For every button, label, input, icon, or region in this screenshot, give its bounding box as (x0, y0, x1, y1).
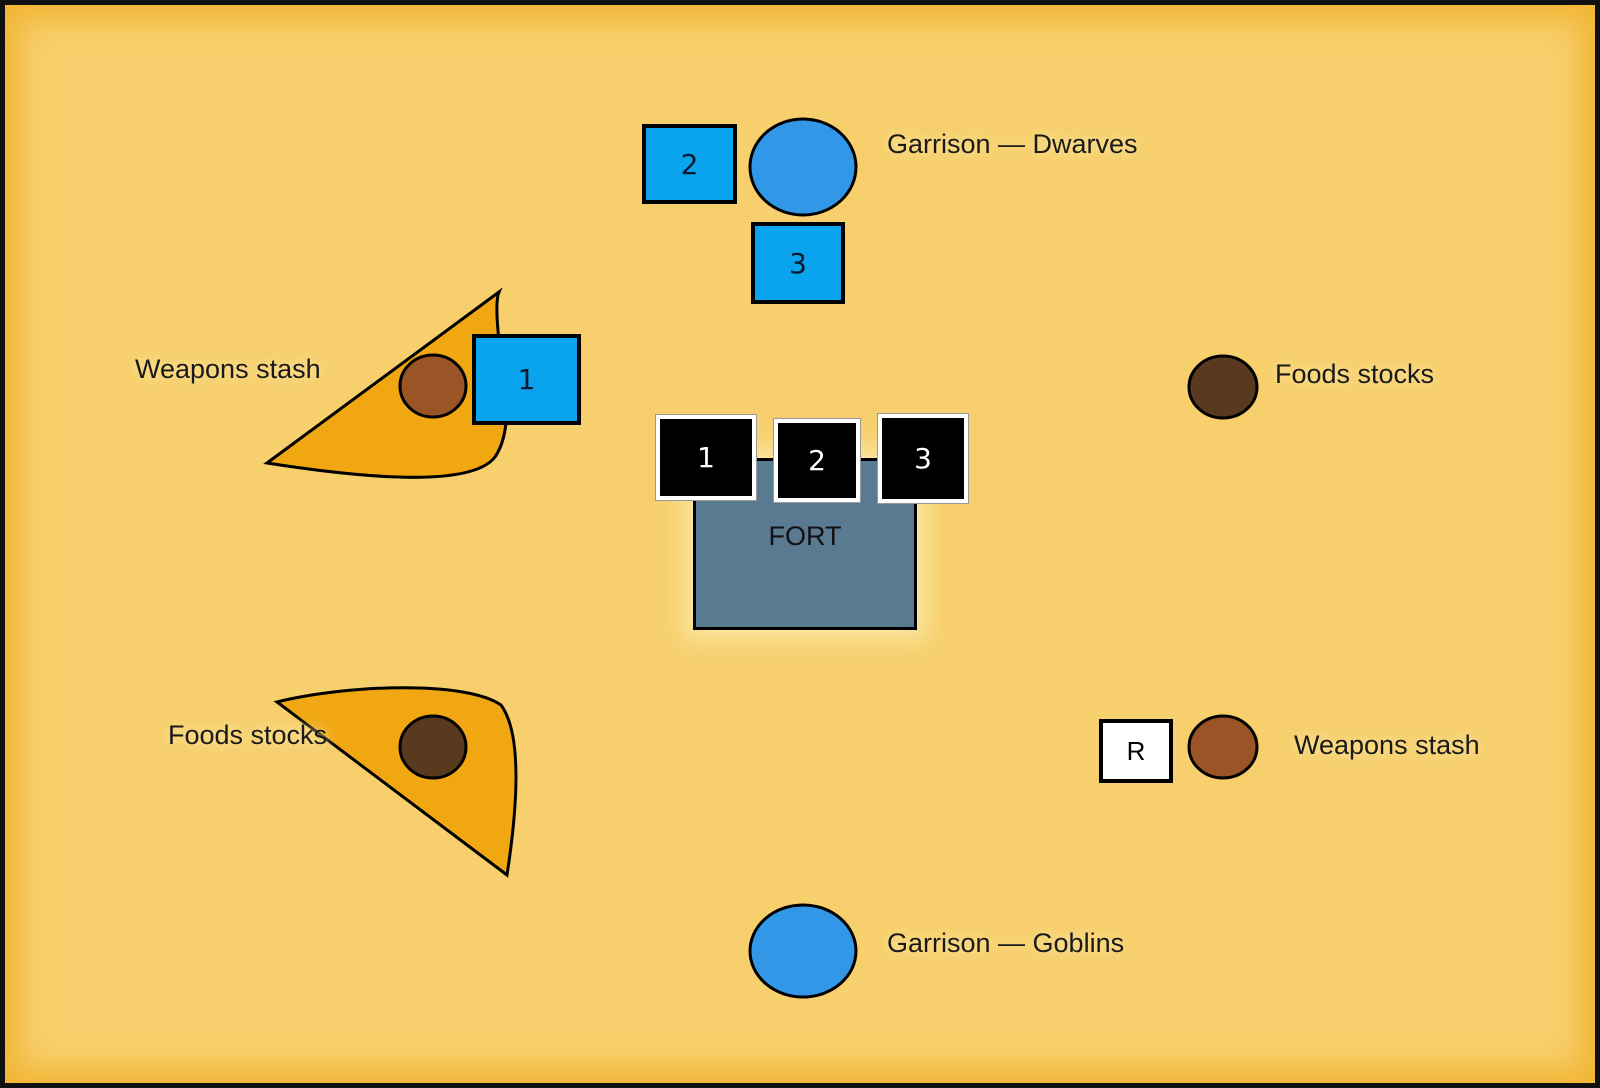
foods-stocks-east-marker (1187, 354, 1259, 420)
fort-unit-1[interactable]: 1 (655, 414, 757, 501)
blue-unit-1[interactable]: 1 (472, 334, 581, 425)
map-shapes (263, 117, 1259, 999)
reserve-marker[interactable]: R (1099, 719, 1173, 783)
garrison-dwarves-label: Garrison — Dwarves (887, 129, 1138, 159)
garrison-goblins-marker (748, 903, 858, 999)
fort-unit-2[interactable]: 2 (773, 418, 861, 503)
garrison-goblins-label: Garrison — Goblins (887, 928, 1125, 958)
weapons-stash-west-marker (398, 353, 468, 419)
blue-unit-2[interactable]: 2 (642, 124, 737, 204)
weapons-stash-east-label: Weapons stash (1294, 730, 1480, 760)
fort-unit-3[interactable]: 3 (877, 413, 969, 504)
foods-stocks-west-marker (398, 714, 468, 780)
garrison-dwarves-marker (748, 117, 858, 217)
terrain-west-upper (263, 287, 509, 479)
terrain-west-lower (273, 686, 518, 878)
foods-stocks-east-label: Foods stocks (1275, 359, 1435, 389)
blue-unit-3[interactable]: 3 (751, 222, 845, 304)
weapons-stash-east-marker (1187, 714, 1259, 780)
weapons-stash-west-label: Weapons stash (135, 354, 321, 384)
foods-stocks-west-label: Foods stocks (168, 720, 328, 750)
fort-label: FORT (768, 521, 842, 551)
